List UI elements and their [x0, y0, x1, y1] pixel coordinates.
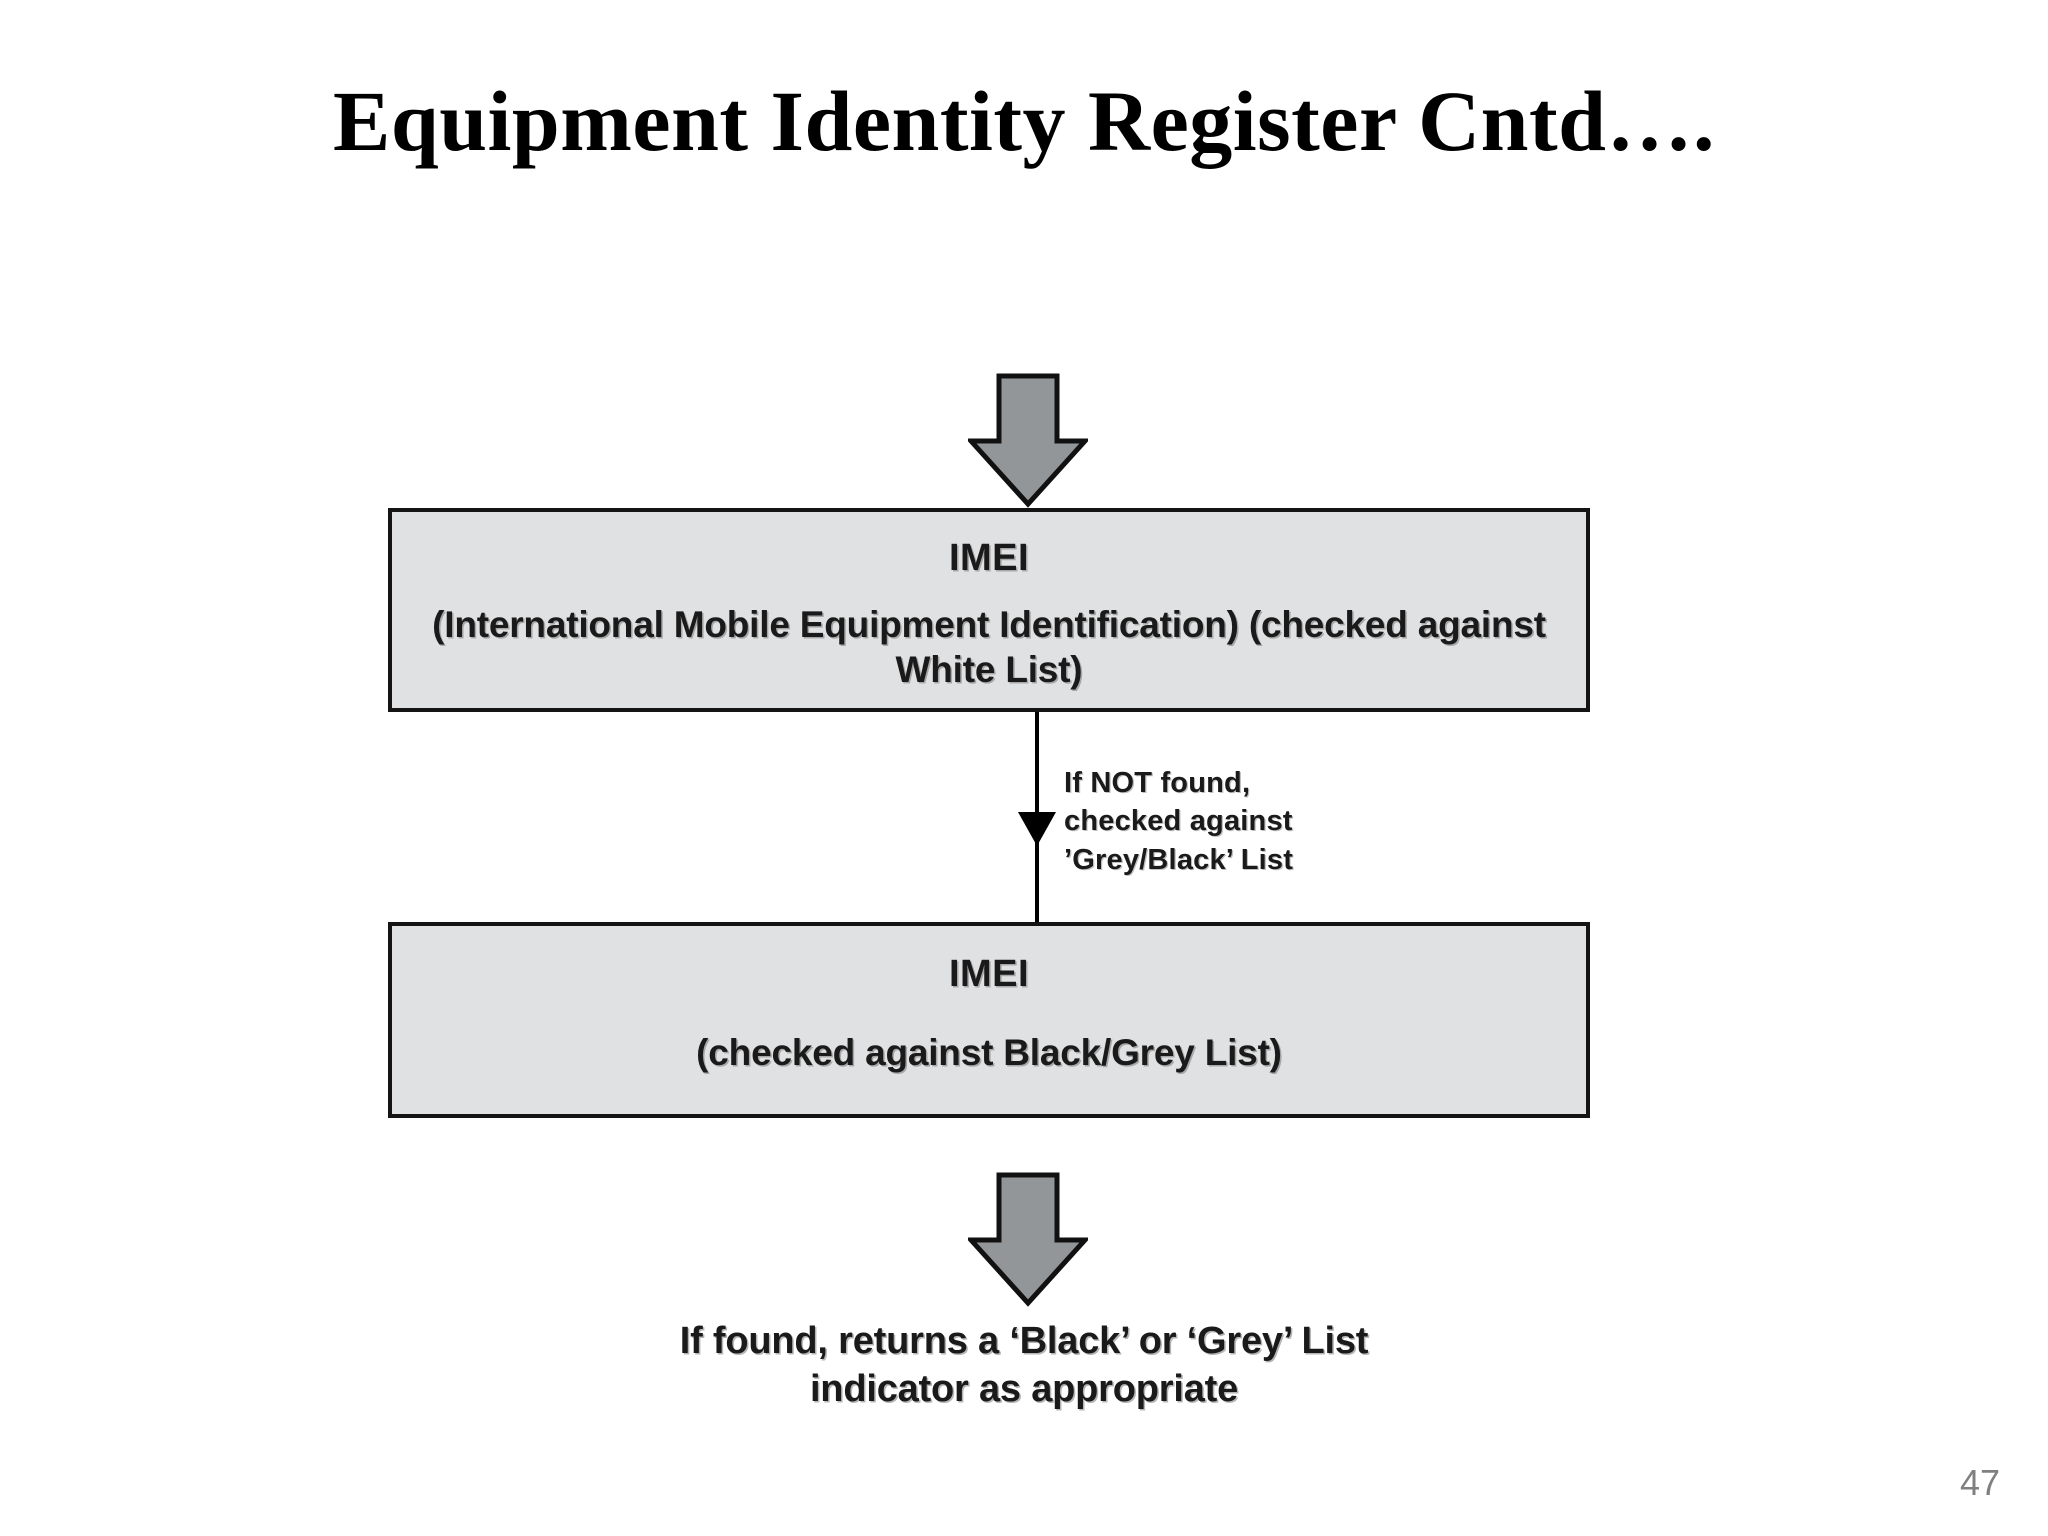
- result-caption: If found, returns a ‘Black’ or ‘Grey’ Li…: [679, 1320, 1369, 1410]
- process-box-imei-black-grey-list: IMEI (checked against Black/Grey List): [388, 922, 1590, 1118]
- process-box-imei-white-list: IMEI (International Mobile Equipment Ide…: [388, 508, 1590, 712]
- arrow-down-icon: [968, 373, 1088, 508]
- box-subtext: (checked against Black/Grey List): [696, 1031, 1282, 1073]
- box-heading: IMEI: [948, 953, 1030, 995]
- box-heading: IMEI: [948, 537, 1030, 579]
- connector-label: If NOT found, checked against ’Grey/Blac…: [1064, 767, 1294, 876]
- box-subtext: (International Mobile Equipment Identifi…: [432, 603, 1546, 690]
- arrow-down-icon: [1018, 812, 1056, 846]
- page-number: 47: [1959, 1462, 2000, 1503]
- page-title: Equipment Identity Register Cntd….: [333, 73, 1715, 169]
- arrow-down-glyph: [968, 373, 1088, 508]
- arrow-down-glyph: [968, 1172, 1088, 1307]
- arrow-down-icon: [968, 1172, 1088, 1307]
